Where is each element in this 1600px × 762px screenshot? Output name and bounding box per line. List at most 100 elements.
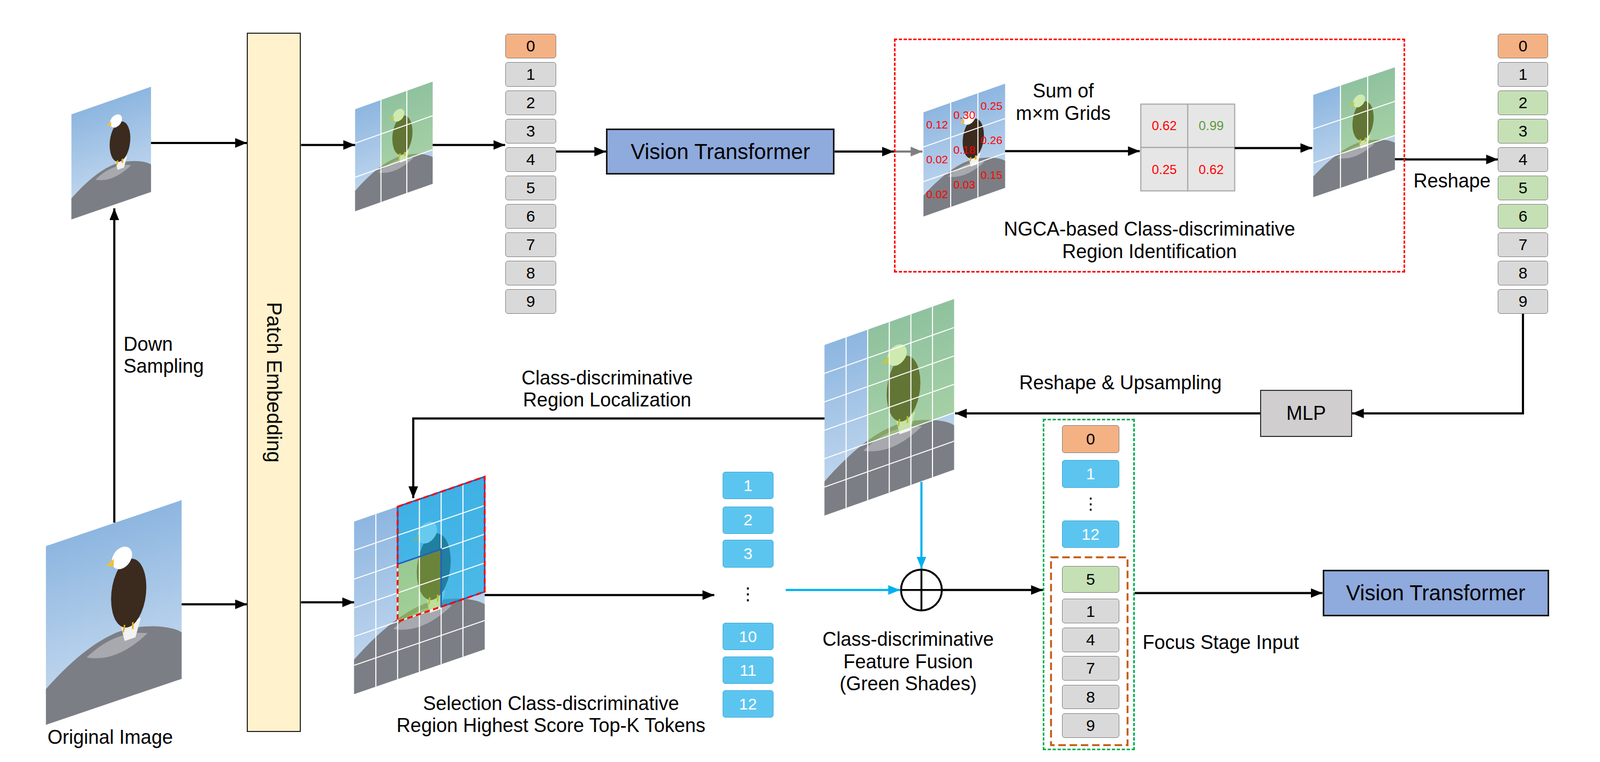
connector-arrow (834, 150, 894, 153)
sky (46, 499, 183, 725)
eagle-image (71, 86, 151, 220)
box-label: Vision Transformer (630, 139, 810, 164)
region-token: 2 (722, 506, 774, 534)
grid-line (354, 149, 433, 178)
selected-token: 2 (1497, 90, 1548, 116)
sky (353, 476, 485, 694)
sky (923, 83, 1006, 217)
connector-arrow (1134, 592, 1323, 595)
token-number: 7 (526, 235, 536, 254)
token-number: 12 (1081, 525, 1100, 544)
selected-token: 5 (1497, 175, 1548, 201)
grid-line (950, 102, 952, 207)
patch-token: 1 (1062, 598, 1120, 624)
eagle-beak (106, 121, 112, 128)
grid-score: 0.62 (1151, 118, 1178, 134)
flow-arrow (1234, 146, 1313, 149)
box-label: Vision Transformer (1346, 580, 1526, 605)
embedding-bar: Patch Embedding (246, 32, 301, 732)
token-number: 4 (1086, 630, 1096, 649)
connector-arrow (1352, 313, 1523, 414)
token-number: 4 (526, 150, 536, 169)
rock-light (948, 157, 985, 181)
flow-arrow (300, 601, 354, 604)
token-number: 7 (1086, 658, 1096, 678)
selected-token: 6 (1497, 203, 1548, 229)
box-label: NGCA-based Class-discriminative Region I… (988, 217, 1310, 263)
patch-token: 3 (505, 118, 557, 144)
token-number: 3 (1518, 122, 1528, 141)
token-number: 10 (739, 627, 757, 646)
region-token: 11 (722, 656, 774, 684)
connector-arrow (556, 150, 606, 153)
token-number: 9 (1086, 716, 1096, 735)
token-number: 0 (1518, 36, 1528, 56)
cls-token: 0 (505, 33, 557, 59)
patch-token: 8 (1497, 260, 1548, 286)
patch-token: 5 (505, 175, 557, 201)
grid-line (824, 384, 954, 431)
score-cell (1140, 103, 1188, 148)
token-number: 3 (743, 544, 753, 563)
flow-arrow (300, 143, 355, 147)
patch-token: 7 (505, 232, 557, 257)
box-label: Patch Embedding (262, 301, 286, 463)
eagle-image (46, 499, 183, 725)
sky (824, 299, 954, 516)
operation-label: Class-discriminative Feature Fusion (Gre… (817, 627, 1000, 695)
token-number: 2 (743, 510, 753, 529)
process-box: Vision Transformer (605, 128, 835, 175)
highlight-cell (911, 391, 933, 428)
grid-score: 0.99 (1198, 118, 1224, 134)
flow-arrow (920, 481, 923, 569)
grid-line (923, 153, 1006, 182)
patch-token: 9 (1497, 289, 1548, 314)
flow-arrow (150, 141, 247, 144)
token-number: 0 (526, 36, 536, 56)
grid-line (923, 118, 1006, 147)
selected-cells-outline (397, 476, 485, 622)
grid-line (1313, 135, 1395, 163)
flow-arrow (484, 593, 715, 596)
token-number: 4 (1518, 150, 1528, 169)
sky (71, 86, 151, 220)
highlight-cell (1340, 110, 1368, 155)
token-number: 1 (1086, 464, 1096, 483)
attention-score: 0.02 (926, 153, 949, 166)
attention-score: 0.18 (953, 143, 976, 157)
grid-line (462, 483, 464, 657)
patch-token: 9 (1062, 713, 1120, 738)
arrow-label: Reshape & Upsampling (1019, 371, 1222, 394)
cls-token: 0 (1497, 33, 1548, 59)
arrow-label: Reshape (1413, 169, 1491, 192)
cls-token: 0 (1062, 425, 1120, 453)
token-number: 5 (1086, 570, 1096, 589)
highlight-cell (463, 562, 485, 599)
selected-token: 3 (1497, 118, 1548, 144)
eagle-image (1313, 67, 1395, 197)
box-label: Focus Stage Input (1142, 631, 1300, 654)
flow-arrow (785, 588, 901, 591)
score-cell (1187, 103, 1235, 148)
token-number: 8 (1518, 263, 1528, 283)
region-token: 10 (722, 622, 774, 650)
connector-arrow (1405, 158, 1498, 161)
grid-score: 0.62 (1198, 162, 1224, 178)
region-token: 12 (1062, 520, 1120, 548)
grid-line (380, 100, 382, 203)
attention-score: 0.12 (926, 118, 949, 132)
ellipsis: ⋮ (739, 584, 757, 604)
grid-score: 0.25 (1151, 162, 1178, 178)
flow-arrow (954, 412, 1261, 415)
token-number: 5 (1518, 178, 1528, 197)
patch-token: 7 (1497, 232, 1548, 257)
highlight-cell (889, 399, 911, 436)
eagle-beak (105, 558, 114, 569)
score-cell (1140, 147, 1188, 191)
highlight-cell (406, 115, 433, 159)
sky (354, 81, 433, 212)
process-box: Vision Transformer (1322, 569, 1550, 617)
region-token: 3 (722, 539, 774, 567)
